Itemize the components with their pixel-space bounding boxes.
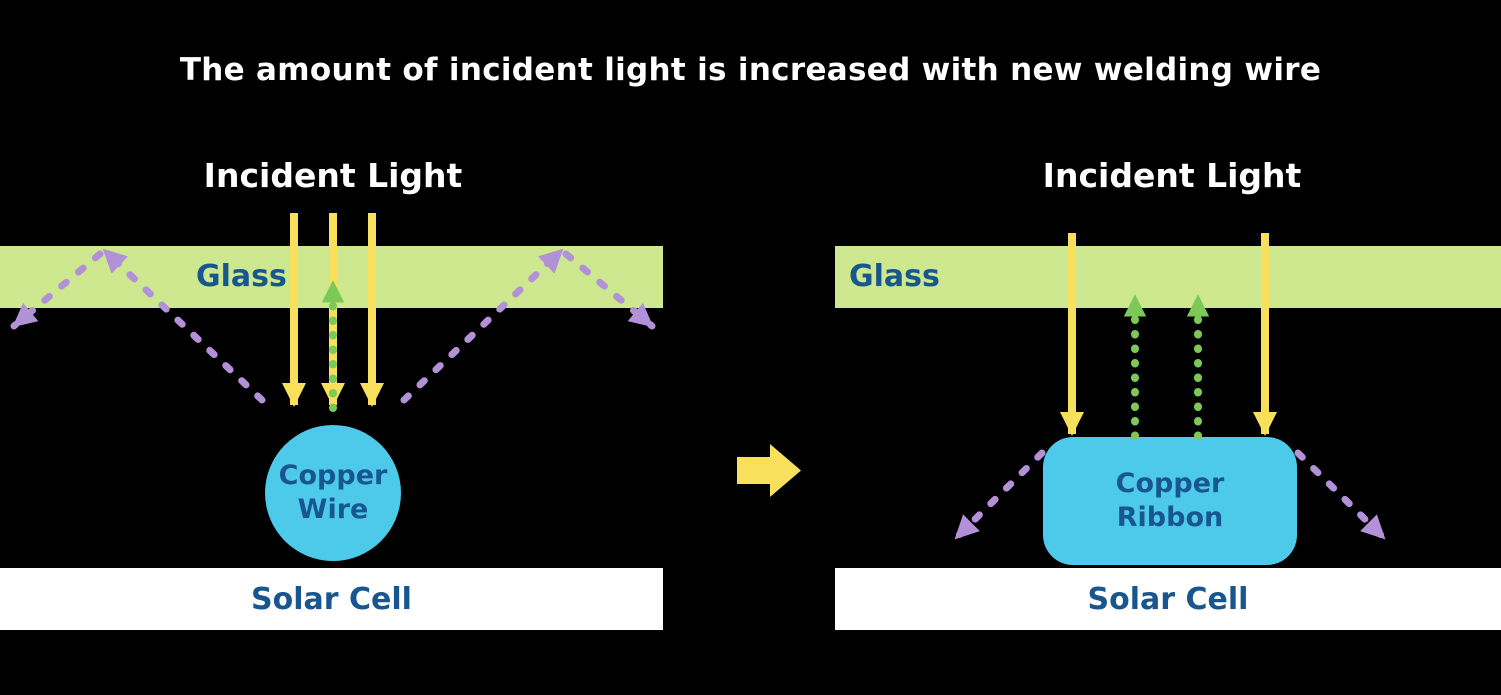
right-solar-cell: Solar Cell bbox=[835, 568, 1501, 630]
right-incident-light-heading: Incident Light bbox=[1042, 156, 1302, 195]
diagram-title: The amount of incident light is increase… bbox=[179, 52, 1322, 88]
transition-right-arrow-icon bbox=[737, 444, 801, 497]
left-solar-cell-label: Solar Cell bbox=[251, 581, 412, 617]
left-incident-light-heading: Incident Light bbox=[203, 156, 463, 195]
left-glass-layer: Glass bbox=[0, 246, 663, 308]
right-scattered-ray-down-right-icon bbox=[1294, 449, 1388, 542]
copper-wire: Copper Wire bbox=[265, 425, 401, 561]
copper-ribbon: Copper Ribbon bbox=[1043, 437, 1297, 565]
right-solar-cell-label: Solar Cell bbox=[1087, 581, 1249, 617]
left-glass-label: Glass bbox=[196, 259, 287, 294]
copper-wire-label-line2: Wire bbox=[297, 494, 369, 525]
copper-wire-label-line1: Copper bbox=[278, 460, 388, 492]
left-solar-cell: Solar Cell bbox=[0, 568, 663, 630]
right-scattered-ray-down-left-icon bbox=[952, 449, 1046, 542]
copper-ribbon-label-line2: Ribbon bbox=[1116, 502, 1224, 533]
right-glass-layer: Glass bbox=[835, 246, 1501, 308]
right-glass-label: Glass bbox=[849, 259, 940, 294]
copper-ribbon-label-line1: Copper bbox=[1115, 468, 1225, 500]
